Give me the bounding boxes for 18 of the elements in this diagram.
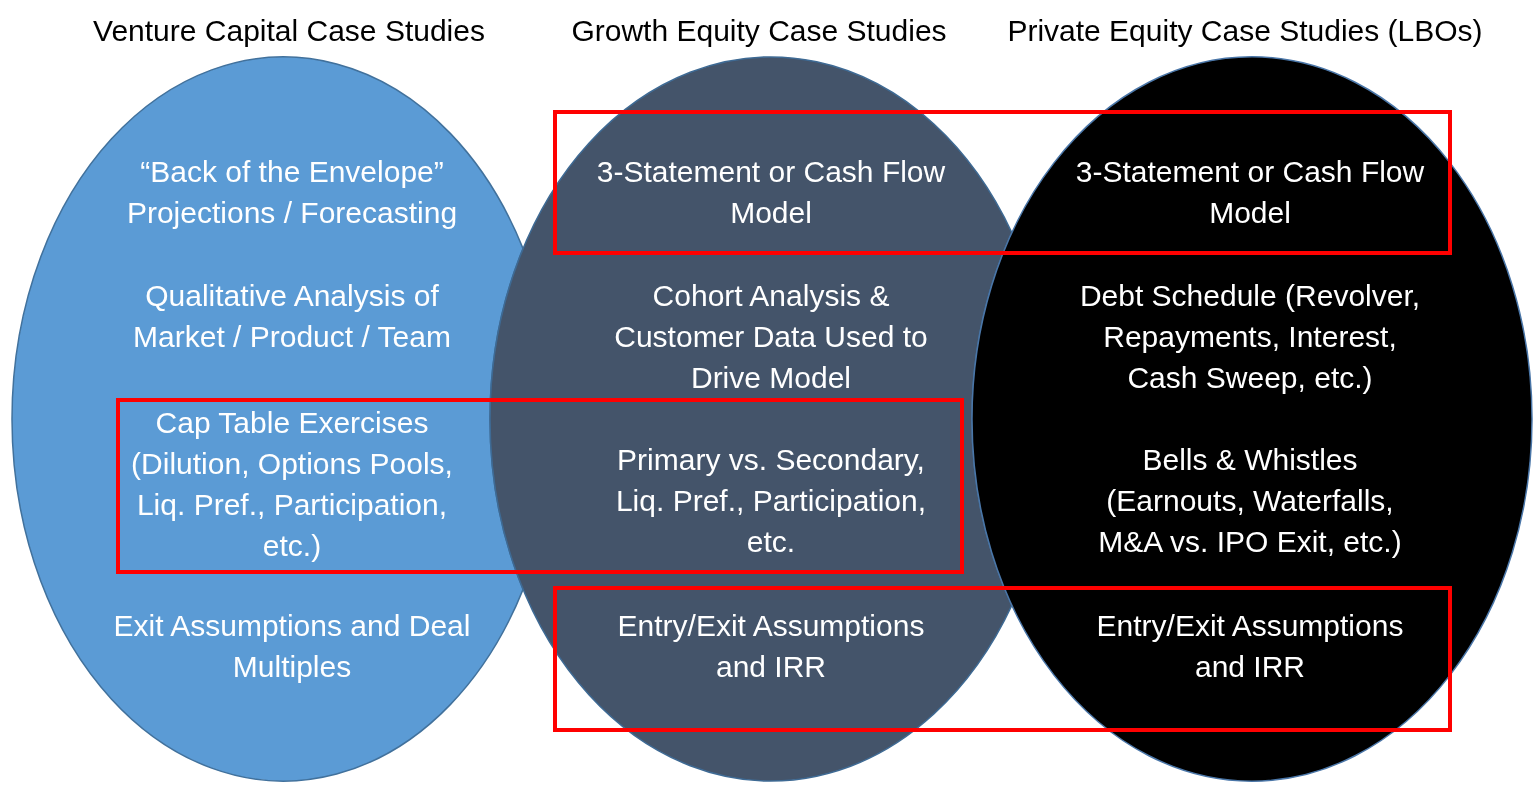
case-study-item: Bells & Whistles (Earnouts, Waterfalls, M&A vs. IPO Exit, etc.) — [1097, 442, 1403, 560]
case-study-item: Cap Table Exercises (Dilution, Options Pools, Liq. Pref., Participation, etc.) — [130, 405, 454, 564]
case-study-item: Entry/Exit Assumptions and IRR — [616, 608, 926, 685]
highlight-frame — [553, 110, 1452, 255]
column-heading: Growth Equity Case Studies — [571, 13, 947, 49]
case-study-item: 3-Statement or Cash Flow Model — [1074, 154, 1426, 231]
case-study-item: Entry/Exit Assumptions and IRR — [1095, 608, 1405, 685]
case-study-item: Qualitative Analysis of Market / Product / Team — [132, 278, 452, 355]
case-study-item: 3-Statement or Cash Flow Model — [595, 154, 947, 231]
case-study-item: “Back of the Envelope” Projections / Forecasting — [125, 154, 459, 231]
highlight-frame — [116, 398, 964, 574]
case-study-item: Debt Schedule (Revolver, Repayments, Interest, Cash Sweep, etc.) — [1078, 278, 1422, 396]
highlight-frame — [553, 586, 1452, 732]
case-study-item: Primary vs. Secondary, Liq. Pref., Participation, etc. — [614, 442, 928, 560]
case-study-item: Cohort Analysis & Customer Data Used to Drive Model — [613, 278, 929, 396]
column-heading: Venture Capital Case Studies — [93, 13, 485, 49]
column-heading: Private Equity Case Studies (LBOs) — [1007, 13, 1483, 49]
case-study-item: Exit Assumptions and Deal Multiples — [112, 608, 472, 685]
